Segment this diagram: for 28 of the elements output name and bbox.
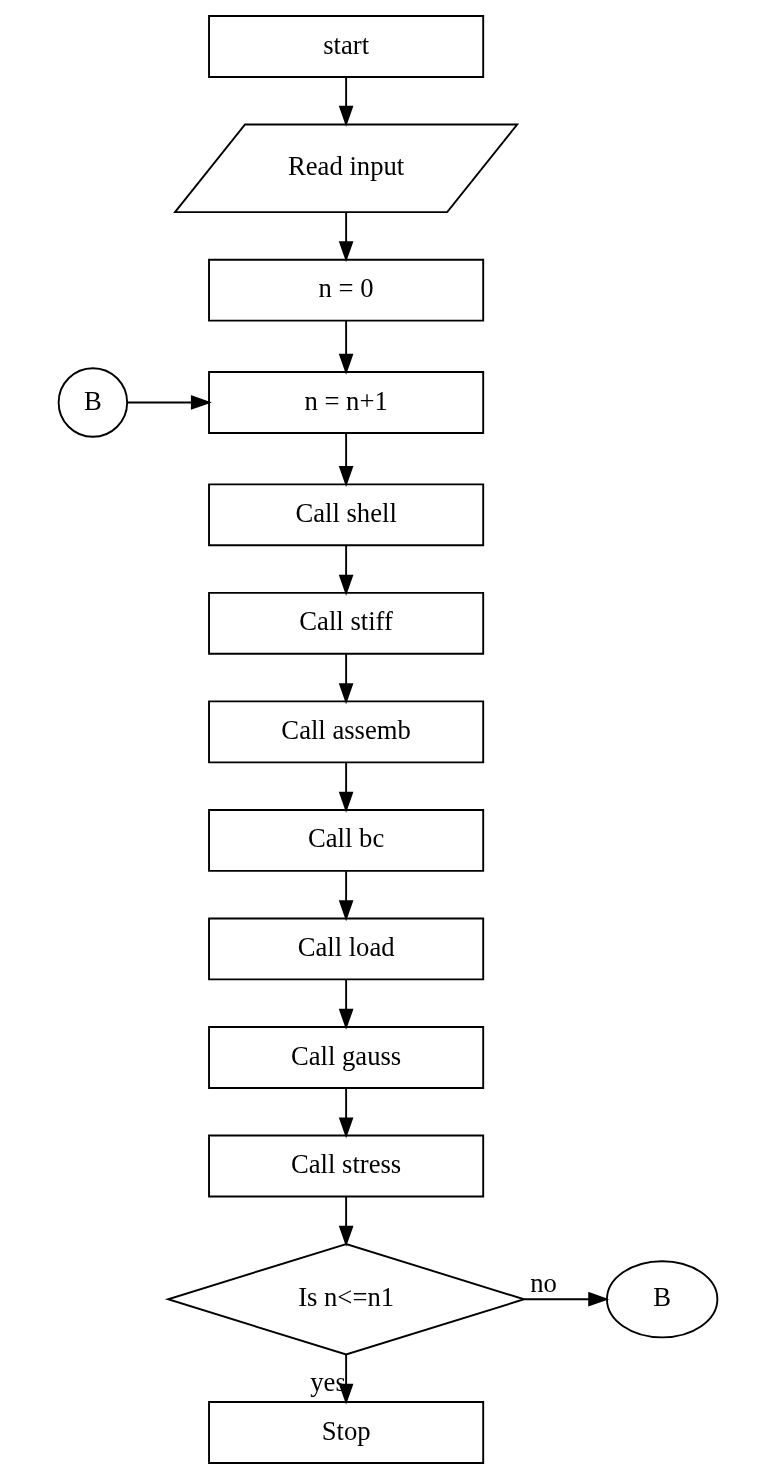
node-box: Call gauss (207, 1026, 484, 1089)
arrow (338, 1195, 353, 1247)
node-ellipse: B (605, 1260, 718, 1339)
arrow (523, 1291, 609, 1307)
arrow (126, 395, 212, 410)
node-box: Call stress (207, 1134, 484, 1198)
node-box: Call assemb (207, 700, 484, 764)
arrow (338, 211, 353, 263)
arrow (338, 870, 353, 922)
arrow (338, 76, 353, 127)
node-box: Call load (207, 917, 484, 981)
arrow (338, 432, 353, 488)
node-box: start (207, 15, 484, 78)
arrow (338, 978, 353, 1030)
arrow (338, 544, 353, 596)
node-circle: B (57, 367, 128, 438)
node-box: Stop (207, 1401, 484, 1464)
node-box: Call bc (207, 809, 484, 872)
arrow (338, 653, 353, 705)
arrow (338, 761, 353, 813)
arrow (338, 1087, 353, 1139)
node-box: Call stiff (207, 591, 484, 655)
edge-label: no (529, 1268, 557, 1299)
node-diamond: Is n<=n1 (164, 1243, 527, 1356)
node-box: n = 0 (207, 258, 484, 322)
node-box: Call shell (207, 483, 484, 547)
arrow (338, 319, 353, 375)
node-box: n = n+1 (207, 371, 484, 434)
